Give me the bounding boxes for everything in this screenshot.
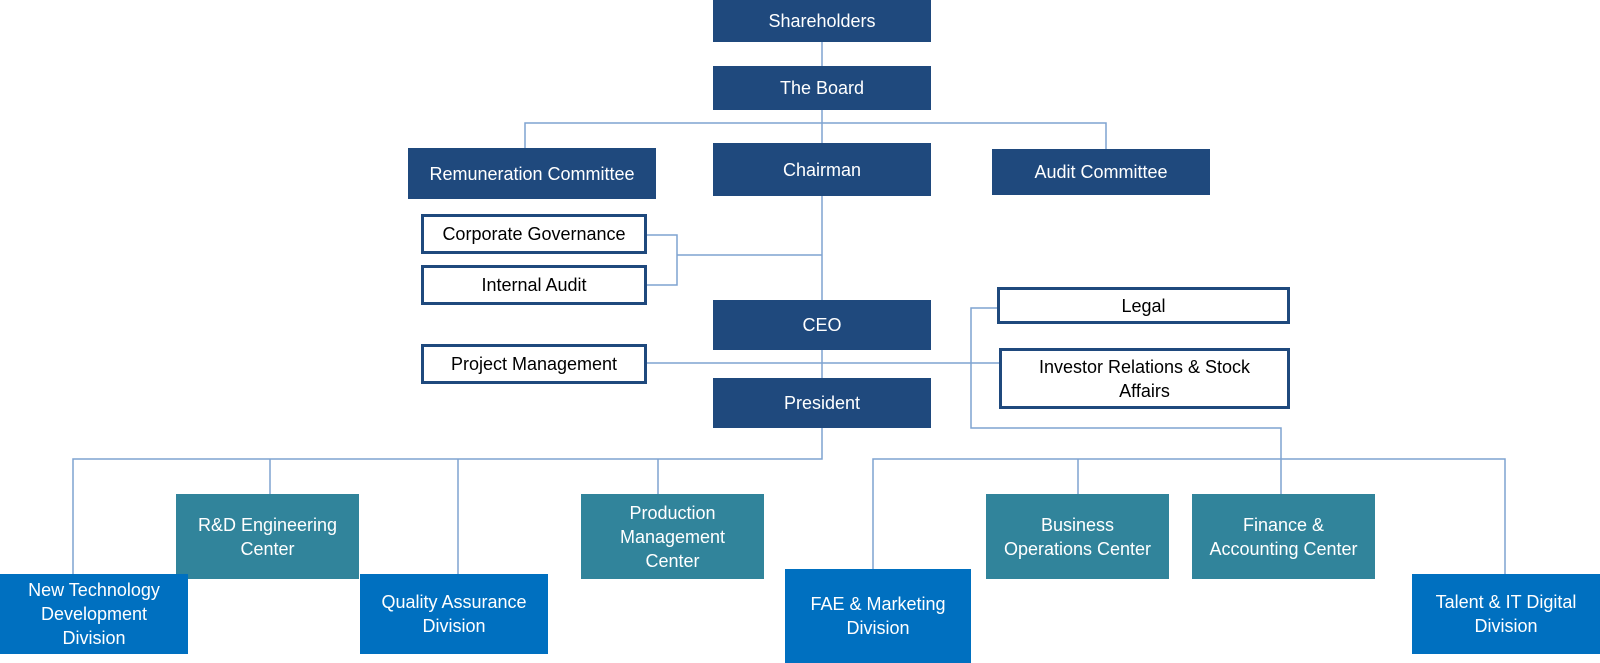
node-label: New Technology Development Division (28, 580, 160, 648)
node-label: Internal Audit (481, 275, 587, 295)
connector-committees (524, 122, 1107, 149)
node-project-management: Project Management (421, 344, 647, 384)
node-quality-assurance-division: Quality Assurance Division (360, 574, 548, 654)
node-label: Audit Committee (1034, 162, 1168, 182)
node-chairman: Chairman (713, 143, 931, 196)
node-business-operations-center: Business Operations Center (986, 494, 1169, 579)
node-label: Corporate Governance (442, 224, 626, 244)
node-rd-engineering-center: R&D Engineering Center (176, 494, 359, 579)
connector-governance-audit (647, 234, 678, 286)
node-label: Business Operations Center (1003, 514, 1152, 559)
node-investor-relations: Investor Relations & Stock Affairs (999, 348, 1290, 409)
node-label: FAE & Marketing Division (810, 594, 946, 638)
node-label: Remuneration Committee (429, 163, 635, 184)
node-internal-audit: Internal Audit (421, 265, 647, 305)
node-label: Project Management (450, 354, 618, 374)
node-label: Chairman (782, 159, 862, 180)
node-label: President (783, 393, 861, 413)
node-fae-marketing-division: FAE & Marketing Division (785, 569, 971, 663)
node-legal: Legal (997, 287, 1290, 324)
node-label: CEO (802, 315, 842, 335)
node-shareholders: Shareholders (713, 0, 931, 42)
node-label: Legal (1121, 295, 1166, 316)
node-ceo: CEO (713, 300, 931, 350)
node-remuneration-committee: Remuneration Committee (408, 148, 656, 199)
node-label: R&D Engineering Center (197, 514, 338, 559)
node-label: Talent & IT Digital Division (1435, 592, 1577, 636)
node-president: President (713, 378, 931, 428)
connector-president-left (72, 428, 823, 574)
connector-legal-finance (970, 307, 1282, 494)
node-corporate-governance: Corporate Governance (421, 214, 647, 254)
node-label: Investor Relations & Stock Affairs (1038, 356, 1251, 401)
node-label: The Board (779, 78, 865, 98)
node-new-technology-division: New Technology Development Division (0, 574, 188, 654)
node-talent-it-division: Talent & IT Digital Division (1412, 574, 1600, 654)
node-production-management-center: Production Management Center (581, 494, 764, 579)
node-label: Production Management Center (619, 502, 726, 571)
node-label: Quality Assurance Division (381, 592, 527, 636)
node-label: Shareholders (768, 11, 876, 31)
node-finance-accounting-center: Finance & Accounting Center (1192, 494, 1375, 579)
node-label: Finance & Accounting Center (1209, 514, 1358, 559)
node-board: The Board (713, 66, 931, 110)
connector-right-group (872, 458, 1506, 574)
node-audit-committee: Audit Committee (992, 149, 1210, 195)
